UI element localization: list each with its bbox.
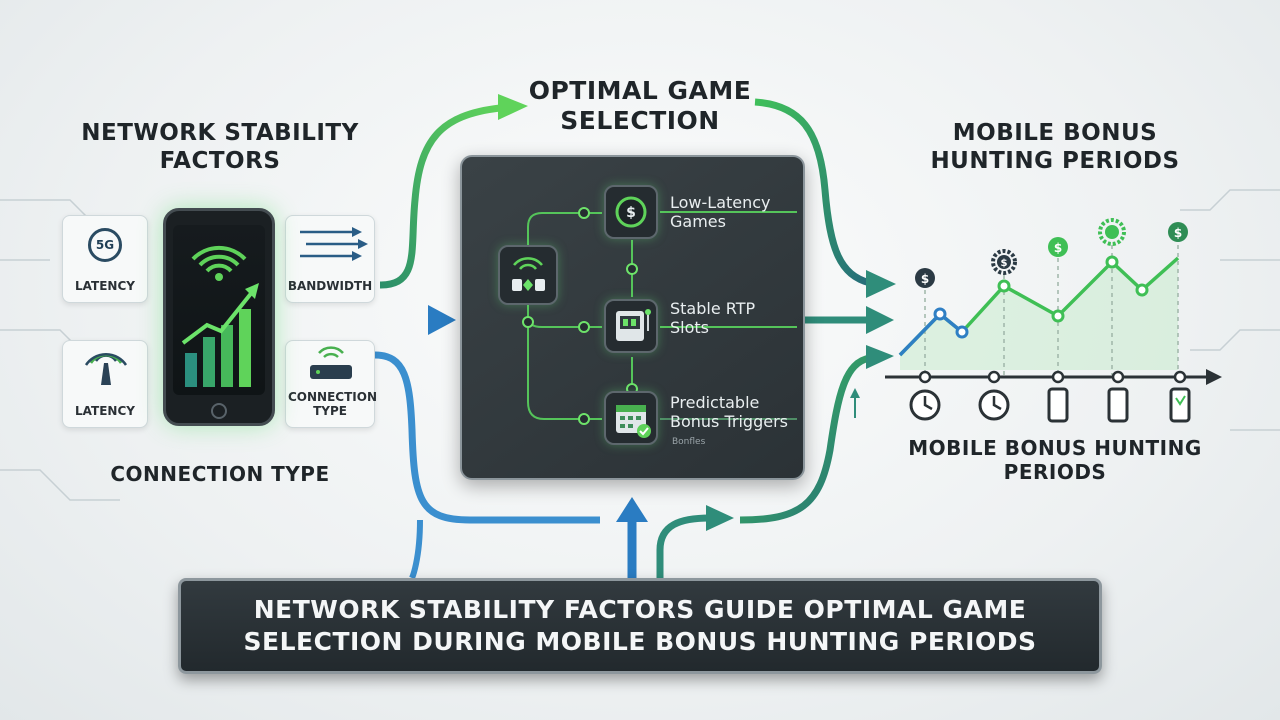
- dollar-chip-icon: $: [604, 185, 658, 239]
- dollar-icon: $: [915, 268, 935, 288]
- latency-label: LATENCY: [75, 279, 135, 294]
- dollar-icon: $: [1048, 237, 1068, 257]
- home-button: [211, 403, 227, 419]
- phone-screen: [173, 225, 265, 395]
- summary-banner-text: NETWORK STABILITY FACTORS GUIDE OPTIMAL …: [243, 594, 1037, 657]
- svg-text:$: $: [1174, 226, 1182, 240]
- latency-5g-card: 5G LATENCY: [62, 215, 148, 303]
- calendar-icon: [604, 391, 658, 445]
- signal-growth-icon: [181, 245, 259, 387]
- gear-dollar-icon: [1098, 218, 1126, 246]
- phone-icon: [1107, 387, 1129, 423]
- slot-machine-icon: [604, 299, 658, 353]
- stable-rtp-slots-label: Stable RTP Slots: [670, 299, 756, 338]
- game-selection-panel: $ Low-Latency Games Stable RTP Slots Pre…: [460, 155, 805, 480]
- optimal-game-selection-title: OPTIMAL GAME SELECTION: [528, 76, 752, 135]
- bandwidth-arrows-icon: [300, 227, 368, 261]
- bonus-sublabel: Bonfles: [672, 437, 706, 447]
- chart-area-fill: [900, 258, 1178, 370]
- connection-type-card: CONNECTION TYPE: [285, 340, 377, 428]
- bandwidth-card: BANDWIDTH: [285, 215, 375, 303]
- clock-icon: [909, 389, 941, 421]
- connection-type-title: CONNECTION TYPE: [110, 462, 330, 486]
- trend-points: [933, 255, 1149, 339]
- phone-icon: [1169, 387, 1191, 423]
- mobile-bonus-hunting-subtitle: MOBILE BONUS HUNTING PERIODS: [908, 436, 1202, 484]
- low-latency-games-label: Low-Latency Games: [670, 193, 771, 232]
- 5g-icon: 5G: [88, 228, 122, 262]
- svg-text:$: $: [626, 205, 636, 221]
- latency-tower-card: LATENCY: [62, 340, 148, 428]
- phone-icon: [1047, 387, 1069, 423]
- latency-label: LATENCY: [75, 404, 135, 419]
- signal-tower-icon: [84, 353, 128, 385]
- svg-text:$: $: [1054, 241, 1062, 255]
- gear-dollar-icon: $: [991, 249, 1017, 275]
- connection-type-label: CONNECTION TYPE: [288, 390, 377, 419]
- timeline-ticks: [918, 370, 1187, 384]
- wifi-gaming-icon: [498, 245, 558, 305]
- summary-banner: NETWORK STABILITY FACTORS GUIDE OPTIMAL …: [178, 578, 1102, 674]
- panel-connectors: [522, 207, 797, 425]
- clock-icon: [978, 389, 1010, 421]
- svg-text:$: $: [1001, 258, 1008, 269]
- bandwidth-label: BANDWIDTH: [287, 279, 373, 294]
- predictable-bonus-triggers-label: Predictable Bonus Triggers: [670, 393, 788, 432]
- mobile-bonus-hunting-title: MOBILE BONUS HUNTING PERIODS: [930, 120, 1180, 174]
- network-stability-title: NETWORK STABILITY FACTORS: [81, 120, 359, 174]
- smartphone: [163, 208, 275, 426]
- svg-text:$: $: [921, 272, 929, 286]
- router-icon: [310, 346, 352, 379]
- dollar-icon: $: [1168, 222, 1188, 242]
